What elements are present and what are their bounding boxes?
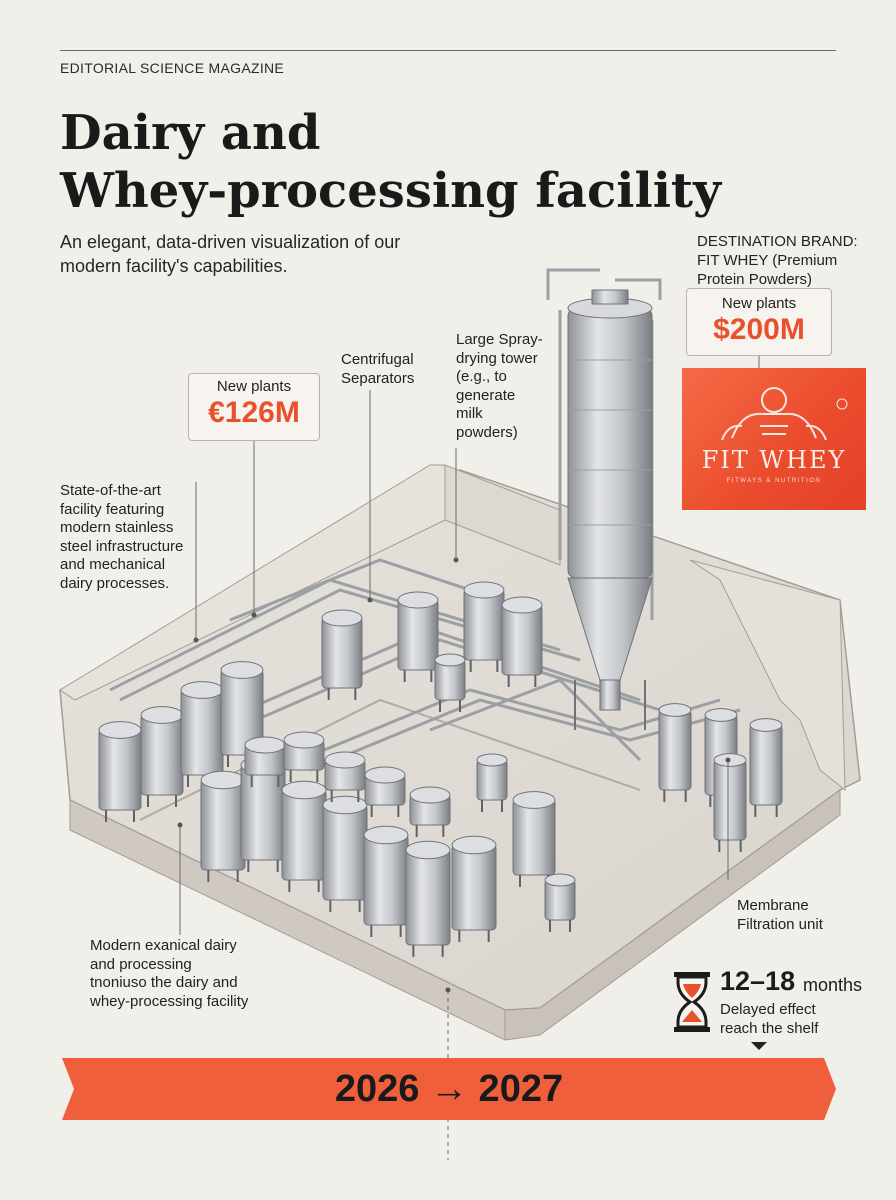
tank-27: [476, 753, 508, 812]
callout-value: $200M: [713, 313, 805, 346]
storage-tanks: [98, 581, 783, 957]
tank-5: [321, 609, 363, 700]
centrifugal-separators-label: Centrifugal Separators: [341, 351, 415, 387]
subtitle-line-1: An elegant, data-driven visualization of…: [60, 232, 401, 252]
tank-6: [397, 591, 439, 682]
timeline-ribbon: [62, 1058, 836, 1120]
destination-line-1: DESTINATION BRAND:: [697, 233, 858, 250]
new-plants-eur-callout: New plants €126M: [188, 373, 320, 441]
tank-17: [244, 736, 286, 787]
months-unit: months: [803, 975, 863, 995]
spray-drying-tower: [567, 289, 653, 730]
hourglass-icon: [674, 972, 710, 1032]
timeline-years: 2026 → 2027: [334, 1068, 564, 1110]
tank-28: [544, 873, 576, 932]
tank-16: [512, 791, 556, 887]
tank-2: [140, 706, 184, 807]
leader-dots: [177, 557, 731, 993]
membrane-filtration-label: Membrane Filtration unit: [737, 897, 823, 933]
tank-8: [501, 596, 543, 687]
callout-label: New plants: [216, 378, 292, 395]
title-line-2: Whey-processing facility: [60, 163, 721, 219]
delay-note: Delayed effect reach the shelf: [720, 1001, 819, 1037]
logo-wordmark: FIT WHEY: [701, 446, 847, 474]
tank-20: [364, 766, 406, 817]
tank-21: [409, 786, 451, 837]
masthead-rule: [60, 50, 836, 51]
tank-13: [363, 825, 409, 937]
tank-11: [281, 780, 327, 892]
new-plants-usd-callout: New plants $200M: [686, 288, 832, 356]
tank-25: [713, 753, 747, 852]
tank-12: [322, 795, 368, 912]
months-range: 12–18: [720, 966, 796, 996]
leader-lines: [179, 356, 760, 1160]
tank-15: [451, 835, 497, 942]
tank-1: [98, 721, 142, 822]
tank-4: [220, 661, 264, 767]
tank-7: [463, 581, 505, 672]
masthead: EDITORIAL SCIENCE MAGAZINE: [60, 60, 285, 76]
callout-value: €126M: [208, 396, 300, 429]
destination-line-2: FIT WHEY (Premium: [697, 252, 838, 269]
tank-26: [434, 653, 466, 712]
subtitle-line-2: modern facility's capabilities.: [60, 256, 288, 276]
subtitle: An elegant, data-driven visualization of…: [60, 230, 460, 278]
spray-tower-label: Large Spray- drying tower (e.g., to gene…: [456, 331, 543, 441]
tank-19: [324, 751, 366, 802]
back-walls: [59, 464, 846, 792]
facility-description-label: State-of-the-art facility featuring mode…: [60, 482, 184, 592]
tank-24: [749, 718, 783, 817]
title-line-1: Dairy and: [60, 105, 321, 161]
muscleman-logo-icon: [721, 387, 848, 441]
tank-14: [405, 840, 451, 957]
tank-18: [283, 731, 325, 782]
tank-22: [658, 703, 692, 802]
callout-label: New plants: [721, 295, 797, 312]
logo-tagline: FITWAYS & NUTRITION: [726, 478, 822, 484]
destination-line-3: Protein Powders): [697, 271, 813, 288]
tank-9: [200, 770, 246, 882]
destination-brand-label: DESTINATION BRAND: FIT WHEY (Premium Pro…: [697, 232, 877, 289]
page-title: Dairy and Whey-processing facility: [60, 104, 721, 220]
fit-whey-logo: FIT WHEY FITWAYS & NUTRITION: [682, 368, 866, 510]
shelf-arrow-icon: [751, 1042, 767, 1050]
modern-processing-label: Modern exanical dairy and processing tno…: [90, 937, 249, 1010]
